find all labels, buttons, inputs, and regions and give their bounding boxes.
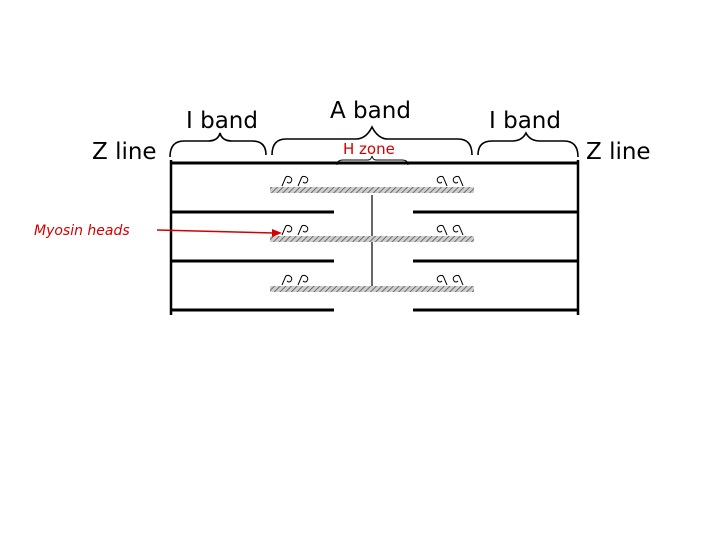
myosin-heads-arrow <box>157 230 274 233</box>
a-band-bracket <box>272 127 472 155</box>
myosin-heads-arrowhead <box>272 229 282 237</box>
i-band-right-bracket <box>478 133 578 157</box>
i-band-left-bracket <box>170 133 266 157</box>
